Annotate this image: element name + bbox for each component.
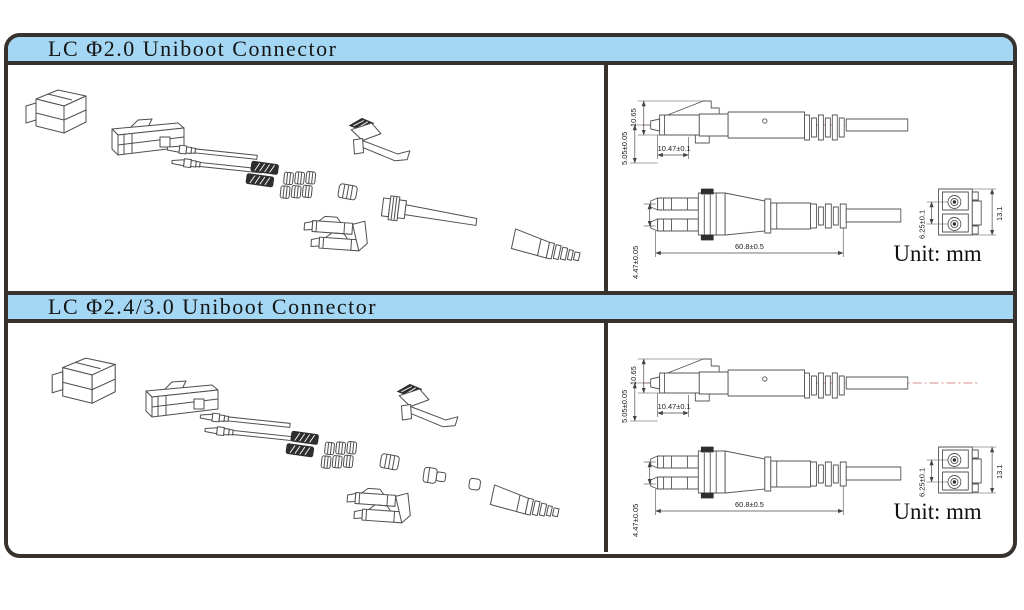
dust-cap-part: [51, 357, 116, 404]
boot-part: [489, 484, 562, 522]
section1-side-view-drawing: 10.65 5.05±0.05 10.47±0.1: [620, 100, 909, 165]
dim-ferrule-pitch-label: 6.25±0.1: [918, 468, 927, 497]
dim-front-length-label: 10.47±0.1: [658, 402, 691, 411]
dim-duplex-width-label: 4.47±0.05: [631, 246, 640, 279]
ferrule-pins-part: [166, 144, 264, 175]
section2-exploded-view: [8, 323, 608, 552]
dim-body-height-label: 5.05±0.05: [620, 390, 629, 423]
dim-overall-height-label: 10.65: [629, 366, 638, 385]
latch-trigger-part: [346, 117, 413, 163]
section1-dimension-panel: 10.65 5.05±0.05 10.47±0.1: [608, 65, 1013, 291]
section2-title: LC Φ2.4/3.0 Uniboot Connector: [48, 294, 378, 319]
boot-part: [510, 228, 583, 266]
dim-overall-length-label: 60.8±0.5: [735, 500, 764, 509]
section1-end-face-drawing: 6.25±0.1 13.1: [918, 188, 1004, 239]
crimp-sleeve-part: [337, 182, 359, 201]
dim-duplex-width-label: 4.47±0.05: [631, 504, 640, 537]
dim-overall-length-label: 60.8±0.5: [735, 242, 764, 251]
section2-top-view-drawing: 4.47±0.05 60.8±0.5: [631, 446, 902, 537]
section2-dimension-panel: 10.65 5.05±0.05 10.47±0.1: [608, 323, 1013, 552]
section2-title-bar: LC Φ2.4/3.0 Uniboot Connector: [8, 291, 1013, 323]
connector-housing-part: [145, 380, 219, 418]
section1-title: LC Φ2.0 Uniboot Connector: [48, 36, 338, 61]
stepped-sleeve-part: [422, 466, 448, 486]
lc-duplex-subassembly-part: [346, 487, 412, 523]
section1-title-bar: LC Φ2.0 Uniboot Connector: [8, 37, 1013, 65]
unit-label: Unit: mm: [893, 499, 981, 524]
section1-top-view-drawing: 4.47±0.05 60.8±0.5: [631, 188, 902, 279]
crimp-rings-part: [321, 439, 357, 471]
small-ring-part: [467, 477, 482, 491]
ferrule-pins-part: [199, 412, 297, 443]
dim-face-height-label: 13.1: [995, 206, 1004, 221]
lc-duplex-subassembly-part: [303, 215, 369, 251]
section2-side-view-drawing: 10.65 5.05±0.05 10.47±0.1: [620, 358, 978, 423]
spring-part: [246, 161, 279, 188]
dim-face-height-label: 13.1: [995, 464, 1004, 479]
latch-trigger-part: [394, 383, 461, 429]
dust-cap-part: [25, 89, 87, 134]
dim-ferrule-pitch-label: 6.25±0.1: [918, 210, 927, 239]
section1-exploded-view: [8, 65, 608, 291]
dim-overall-height-label: 10.65: [629, 108, 638, 127]
dim-body-height-label: 5.05±0.05: [620, 132, 629, 165]
dim-front-length-label: 10.47±0.1: [658, 144, 691, 153]
crimp-sleeve-part: [379, 452, 401, 471]
unit-label: Unit: mm: [893, 241, 981, 266]
spec-frame: LC Φ2.0 Uniboot Connector: [4, 33, 1017, 558]
crimp-tube-part: [380, 194, 479, 231]
crimp-rings-part: [280, 169, 316, 201]
section2-end-face-drawing: 6.25±0.1 13.1: [918, 446, 1004, 497]
spring-part: [286, 431, 319, 458]
